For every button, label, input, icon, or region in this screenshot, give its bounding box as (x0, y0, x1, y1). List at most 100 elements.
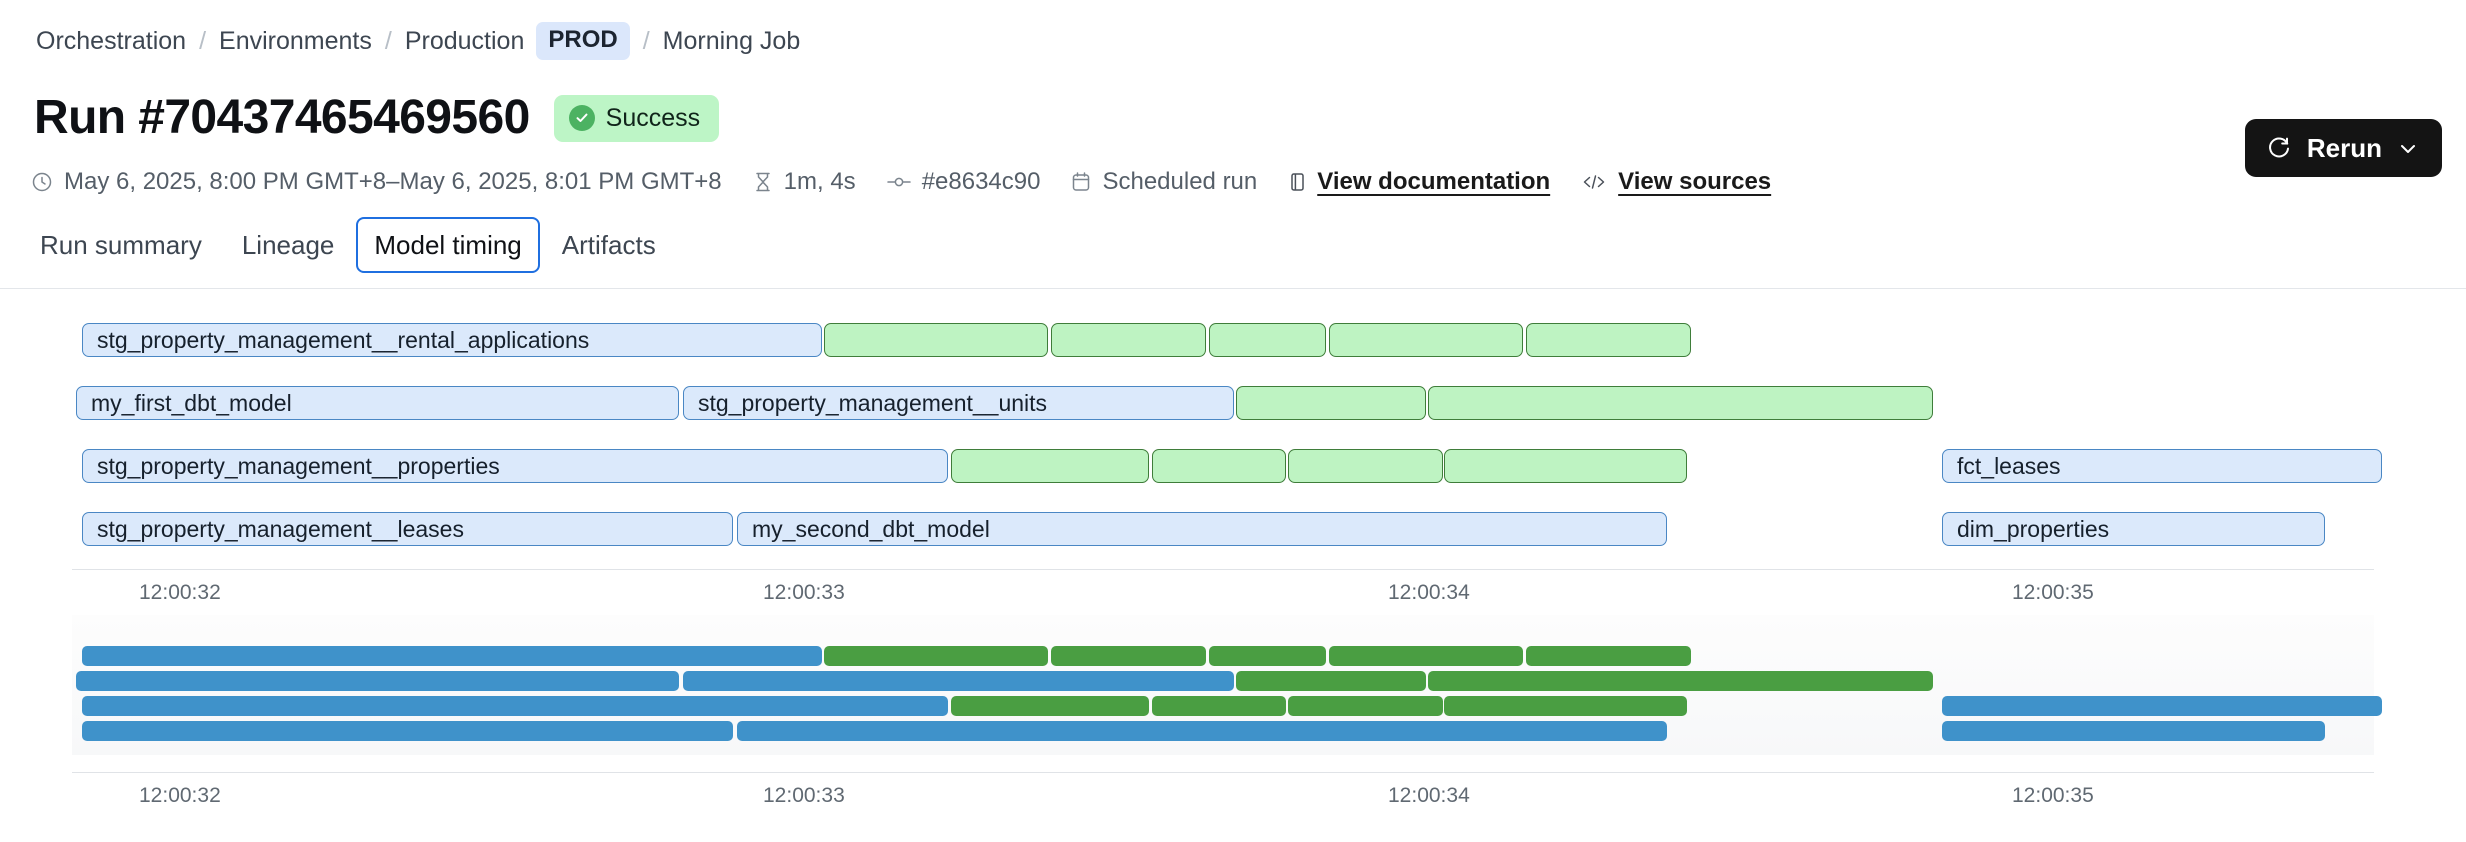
gantt-bar-label: my_first_dbt_model (91, 390, 292, 416)
gantt-row (0, 721, 2466, 741)
gantt-bar-test[interactable] (1329, 323, 1523, 357)
commit-icon (886, 170, 912, 194)
gantt-bar-test[interactable] (1428, 671, 1933, 691)
book-icon (1287, 170, 1307, 194)
gantt-bar-model[interactable] (82, 696, 948, 716)
meta-item-duration-range: May 6, 2025, 8:00 PM GMT+8–May 6, 2025, … (30, 168, 722, 196)
gantt-row: stg_property_management__leases my_second… (0, 512, 2466, 546)
meta-label-commit: #e8634c90 (921, 168, 1041, 195)
gantt-bar-model[interactable] (76, 671, 679, 691)
meta-label-elapsed: 1m, 4s (783, 168, 856, 195)
gantt-bar-test[interactable] (1152, 696, 1286, 716)
axis-tick-label: 12:00:34 (1388, 784, 1470, 807)
gantt-bar-label: stg_property_management__leases (97, 516, 464, 542)
gantt-bar-model[interactable]: my_second_dbt_model (737, 512, 1667, 546)
gantt-bar-test[interactable] (1526, 646, 1691, 666)
gantt-row: stg_property_management__rental_applicat… (0, 323, 2466, 357)
axis-tick-label: 12:00:32 (139, 784, 221, 807)
axis-tick-label: 12:00:33 (763, 784, 845, 807)
gantt-bar-test[interactable] (1444, 696, 1687, 716)
gantt-bar-test[interactable] (951, 449, 1149, 483)
gantt-bar-label: stg_property_management__units (698, 390, 1048, 416)
gantt-bar-model[interactable]: stg_property_management__properties (82, 449, 948, 483)
breadcrumb-separator: / (642, 27, 650, 55)
gantt-bar-test[interactable] (1444, 449, 1687, 483)
breadcrumb-item-morning-job[interactable]: Morning Job (662, 27, 801, 55)
gantt-bar-test[interactable] (1526, 323, 1691, 357)
gantt-bar-test[interactable] (1236, 671, 1426, 691)
gantt-bar-model[interactable] (737, 721, 1667, 741)
chevron-down-icon[interactable] (2396, 136, 2420, 160)
gantt-bar-label: fct_leases (1957, 453, 2061, 479)
breadcrumb-item-environments[interactable]: Environments (219, 27, 372, 55)
gantt-bar-label: stg_property_management__properties (97, 453, 500, 479)
gantt-bar-test[interactable] (1288, 449, 1443, 483)
tab-bar-divider (0, 288, 2466, 289)
gantt-bar-test[interactable] (824, 323, 1048, 357)
tab-model-timing[interactable]: Model timing (356, 217, 540, 273)
breadcrumb: Orchestration / Environments / Productio… (36, 22, 800, 60)
gantt-bar-model[interactable]: stg_property_management__leases (82, 512, 733, 546)
gantt-bar-model[interactable]: stg_property_management__units (683, 386, 1234, 420)
gantt-bar-model[interactable] (82, 646, 822, 666)
gantt-bar-model[interactable]: stg_property_management__rental_applicat… (82, 323, 822, 357)
check-circle-icon (568, 105, 595, 131)
title-row: Run #70437465469560 Success (34, 90, 720, 146)
meta-item-trigger: Scheduled run (1070, 168, 1257, 196)
gantt-bar-test[interactable] (1288, 696, 1443, 716)
tab-bar: Run summary Lineage Model timing Artifac… (22, 217, 674, 273)
tab-run-summary[interactable]: Run summary (40, 230, 202, 260)
axis-tick-label: 12:00:35 (2012, 784, 2094, 807)
gantt-bar-test[interactable] (824, 646, 1048, 666)
hourglass-icon (752, 170, 774, 194)
status-badge: Success (553, 94, 720, 142)
axis-tick-label: 12:00:32 (139, 581, 221, 604)
tab-artifacts[interactable]: Artifacts (561, 230, 656, 260)
gantt-row (0, 671, 2466, 691)
gantt-bar-test[interactable] (1329, 646, 1523, 666)
gantt-bar-model[interactable]: dim_properties (1942, 512, 2325, 546)
axis-tick-label: 12:00:35 (2012, 581, 2094, 604)
meta-label-time-range: May 6, 2025, 8:00 PM GMT+8–May 6, 2025, … (64, 168, 722, 195)
gantt-bar-test[interactable] (1209, 646, 1326, 666)
gantt-bar-test[interactable] (1051, 646, 1206, 666)
gantt-row: my_first_dbt_model stg_property_managemen… (0, 386, 2466, 420)
gantt-bar-model[interactable]: my_first_dbt_model (76, 386, 679, 420)
axis-rule (72, 772, 2374, 773)
calendar-icon (1070, 170, 1092, 194)
breadcrumb-item-production[interactable]: Production (404, 27, 525, 55)
gantt-bar-model[interactable] (1942, 696, 2382, 716)
gantt-bar-model[interactable] (82, 721, 733, 741)
axis-tick-label: 12:00:33 (763, 581, 845, 604)
refresh-icon (2265, 134, 2293, 162)
gantt-bar-test[interactable] (1209, 323, 1326, 357)
gantt-bar-test[interactable] (1152, 449, 1286, 483)
gantt-row (0, 696, 2466, 716)
meta-item-view-documentation[interactable]: View documentation (1287, 168, 1550, 196)
view-sources-link[interactable]: View sources (1618, 168, 1772, 195)
rerun-button-label: Rerun (2306, 132, 2382, 163)
meta-item-view-sources[interactable]: View sources (1580, 168, 1771, 196)
breadcrumb-item-orchestration[interactable]: Orchestration (36, 27, 187, 55)
gantt-bar-model[interactable]: fct_leases (1942, 449, 2382, 483)
tab-lineage[interactable]: Lineage (241, 230, 335, 260)
gantt-row (0, 646, 2466, 666)
gantt-bar-test[interactable] (1428, 386, 1933, 420)
view-documentation-link[interactable]: View documentation (1317, 168, 1551, 195)
gantt-bar-test[interactable] (951, 696, 1149, 716)
page-title: Run #70437465469560 (34, 91, 530, 144)
status-badge-label: Success (605, 103, 701, 132)
breadcrumb-badge-prod: PROD (536, 22, 630, 60)
gantt-row: stg_property_management__properties fct_l… (0, 449, 2466, 483)
breadcrumb-separator: / (384, 27, 392, 55)
detail-gantt-chart[interactable]: stg_property_management__rental_applicat… (0, 295, 2466, 604)
gantt-bar-label: my_second_dbt_model (752, 516, 990, 542)
breadcrumb-separator: / (199, 27, 207, 55)
gantt-bar-test[interactable] (1236, 386, 1426, 420)
gantt-bar-model[interactable] (683, 671, 1234, 691)
gantt-bar-test[interactable] (1051, 323, 1206, 357)
meta-item-commit: #e8634c90 (886, 168, 1041, 196)
rerun-button[interactable]: Rerun (2244, 119, 2442, 177)
overview-gantt-chart[interactable]: 12:00:32 12:00:33 12:00:34 12:00:35 (0, 615, 2466, 835)
gantt-bar-model[interactable] (1942, 721, 2325, 741)
